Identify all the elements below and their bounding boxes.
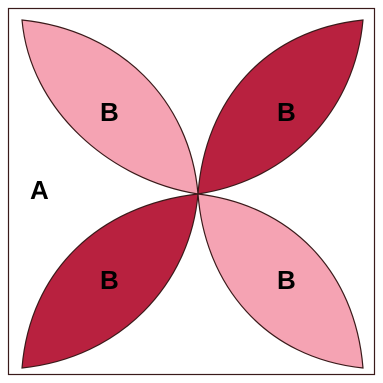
petal-top-left-label: B (100, 97, 119, 127)
petal-bottom-right-label: B (277, 265, 296, 295)
petal-bottom-left-label: B (100, 265, 119, 295)
petal-bottom-right (197, 193, 364, 369)
petal-top-right-label: B (277, 97, 296, 127)
block-label: A (30, 175, 49, 205)
